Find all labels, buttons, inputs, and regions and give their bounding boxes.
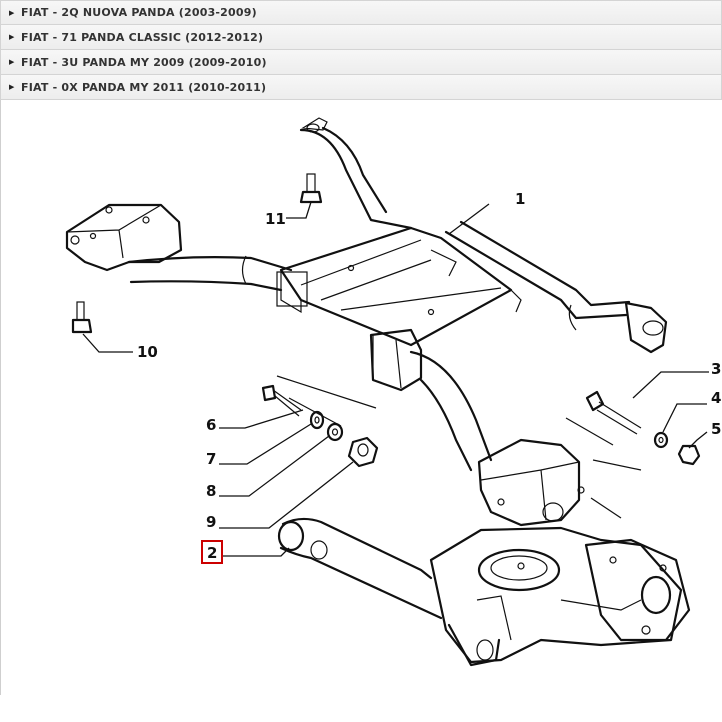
callout-1: 1	[515, 190, 525, 208]
expand-arrow-icon: ▶	[9, 83, 15, 91]
trailing-arm-2-drawing[interactable]	[277, 517, 691, 667]
bolt-3-drawing[interactable]	[585, 390, 642, 435]
nut-5-drawing[interactable]	[677, 444, 701, 466]
section-lines	[276, 375, 642, 519]
washer-4-drawing[interactable]	[653, 431, 669, 449]
callout-3: 3	[711, 360, 721, 378]
bushing-9-drawing[interactable]	[347, 436, 379, 468]
expand-arrow-icon: ▶	[9, 33, 15, 41]
callout-5: 5	[711, 420, 721, 438]
washer-7-drawing[interactable]	[309, 410, 325, 430]
model-row-71-panda-classic[interactable]: ▶ FIAT - 71 PANDA CLASSIC (2012-2012)	[0, 25, 722, 50]
washer-8-drawing[interactable]	[326, 422, 344, 442]
callout-7: 7	[206, 450, 216, 468]
callout-9: 9	[206, 513, 216, 531]
expand-arrow-icon: ▶	[9, 8, 15, 17]
bolt-10-drawing[interactable]	[71, 301, 93, 334]
model-row-label: FIAT - 71 PANDA CLASSIC (2012-2012)	[21, 30, 264, 44]
bolt-11-drawing[interactable]	[299, 173, 323, 204]
model-row-3u-panda-my2009[interactable]: ▶ FIAT - 3U PANDA MY 2009 (2009-2010)	[0, 50, 722, 75]
callout-10: 10	[137, 343, 158, 361]
model-row-label: FIAT - 0X PANDA MY 2011 (2010-2011)	[21, 80, 267, 94]
model-row-label: FIAT - 3U PANDA MY 2009 (2009-2010)	[21, 55, 267, 69]
expand-arrow-icon: ▶	[9, 58, 15, 66]
callout-8: 8	[206, 482, 216, 500]
callout-4: 4	[711, 389, 721, 407]
leader-lines	[82, 201, 709, 557]
model-row-2q-nuova-panda[interactable]: ▶ FIAT - 2Q NUOVA PANDA (2003-2009)	[0, 0, 722, 25]
callout-2: 2	[207, 544, 217, 562]
exploded-parts-diagram: 1 11 10 3 4 5 6 7 8 9 2	[65, 117, 721, 667]
model-row-0x-panda-my2011[interactable]: ▶ FIAT - 0X PANDA MY 2011 (2010-2011)	[0, 75, 722, 100]
callout-11: 11	[265, 210, 286, 228]
parts-diagram-panel: 1 11 10 3 4 5 6 7 8 9 2	[0, 100, 722, 695]
callout-6: 6	[206, 416, 216, 434]
callout-labels: 1 11 10 3 4 5 6 7 8 9 2	[137, 190, 721, 564]
callout-2-highlight[interactable]	[201, 540, 223, 564]
model-list: ▶ FIAT - 2Q NUOVA PANDA (2003-2009) ▶ FI…	[0, 0, 722, 100]
rear-crossmember-drawing[interactable]	[65, 117, 668, 527]
model-row-label: FIAT - 2Q NUOVA PANDA (2003-2009)	[21, 6, 257, 19]
